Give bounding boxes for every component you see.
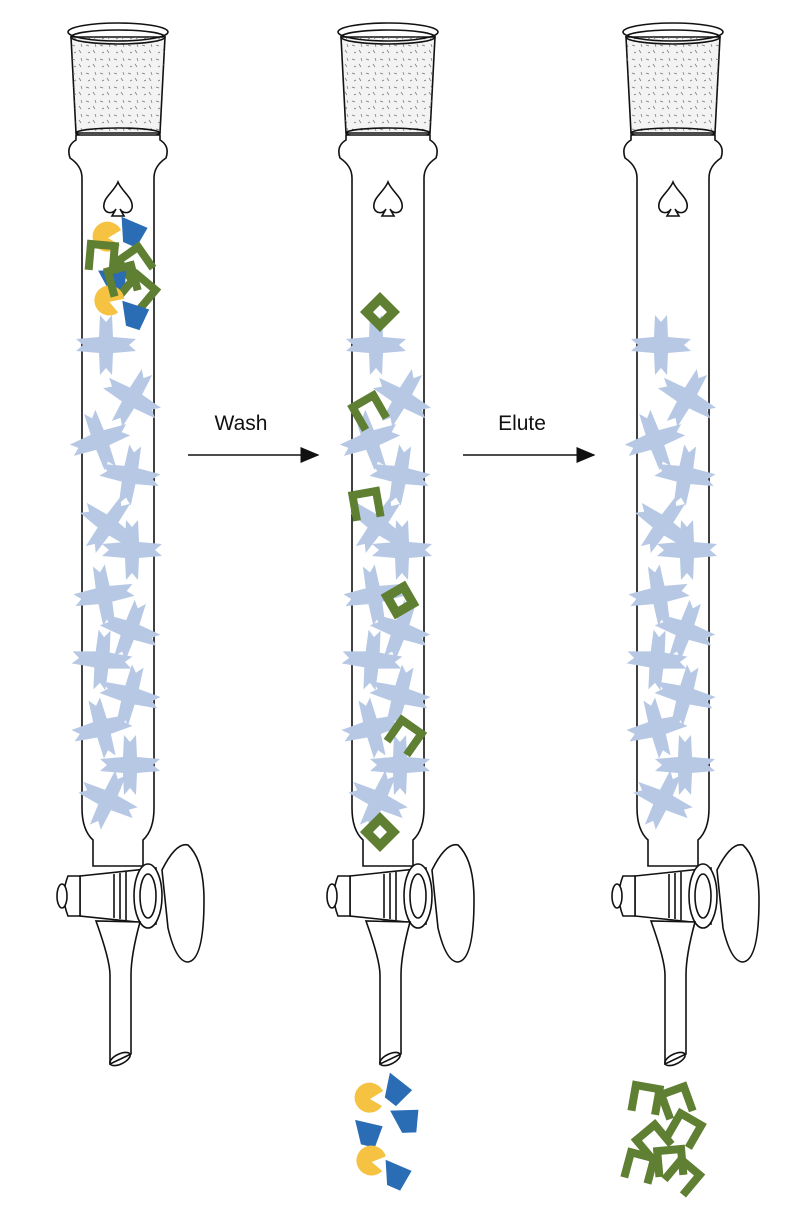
column-washed xyxy=(326,22,475,1067)
crescent-icon xyxy=(354,1082,383,1113)
column-loaded xyxy=(56,22,205,1067)
bracket-molecule-icon xyxy=(661,1153,706,1198)
column-eluted xyxy=(611,22,760,1067)
elute-label: Elute xyxy=(498,412,546,435)
crescent-icon xyxy=(354,1143,388,1178)
spade-icon xyxy=(103,179,133,217)
elute-step: Elute xyxy=(463,412,596,463)
wash-label: Wash xyxy=(215,412,268,435)
wedge-icon xyxy=(378,1159,413,1193)
wedge-icon xyxy=(352,1119,383,1149)
wedge-icon xyxy=(390,1105,423,1137)
wash-output xyxy=(352,1072,423,1193)
spade-icon xyxy=(373,179,403,217)
elute-output xyxy=(620,1080,707,1198)
spade-icon xyxy=(658,179,688,217)
bracket-molecule-icon xyxy=(620,1147,660,1185)
wash-step: Wash xyxy=(188,412,320,463)
